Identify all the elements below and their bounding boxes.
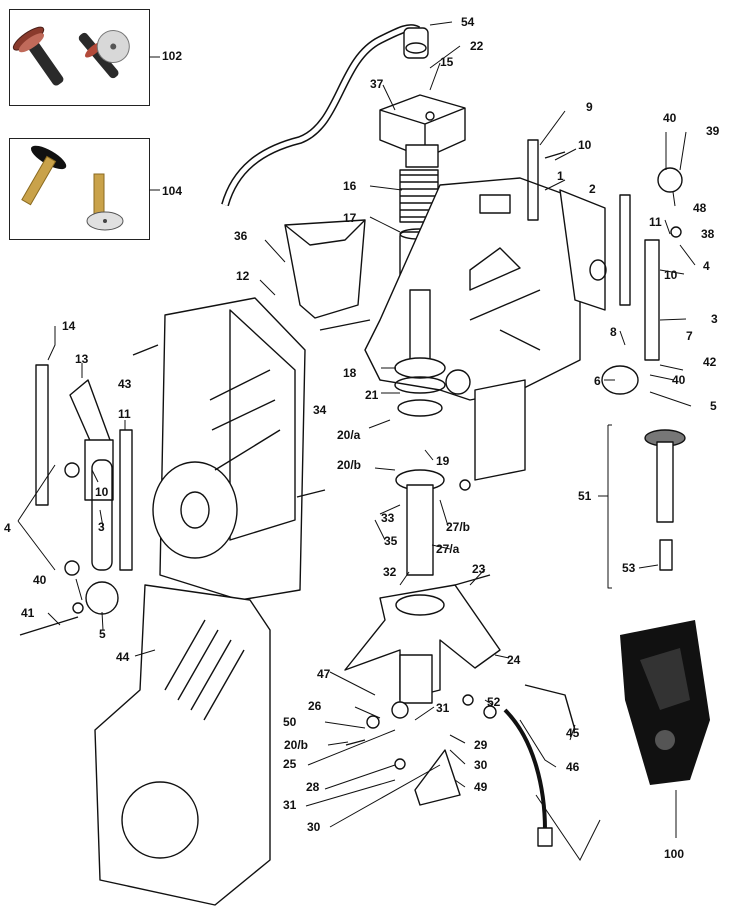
- callout-37: 37: [370, 77, 384, 91]
- leader-lines: [17, 21, 696, 861]
- callout-39: 39: [706, 124, 720, 138]
- inset-photo-102: [9, 9, 150, 106]
- head-block-part: [379, 94, 466, 159]
- lower-body-part: [344, 584, 501, 701]
- callout-1: 1: [557, 169, 564, 183]
- callout-5-left: 5: [99, 627, 106, 641]
- callout-30-left: 30: [307, 820, 321, 834]
- callout-43: 43: [118, 377, 132, 391]
- callout-46: 46: [566, 760, 580, 774]
- callout-10-right: 10: [664, 268, 678, 282]
- callout-41: 41: [21, 606, 35, 620]
- callout-29: 29: [474, 738, 488, 752]
- callout-8: 8: [610, 325, 617, 339]
- callout-13: 13: [75, 352, 89, 366]
- callout-20a: 20/a: [337, 428, 361, 442]
- callout-47: 47: [317, 667, 331, 681]
- callout-31-upper: 31: [436, 701, 450, 715]
- callout-19: 19: [436, 454, 450, 468]
- callout-6: 6: [594, 374, 601, 388]
- pin-assembly-photo-104: [21, 145, 124, 231]
- callout-52: 52: [487, 695, 501, 709]
- callout-40-left: 40: [33, 573, 47, 587]
- callout-11-left: 11: [118, 407, 131, 421]
- shaft-part: [409, 289, 431, 361]
- callout-28: 28: [306, 780, 320, 794]
- callout-50: 50: [283, 715, 297, 729]
- callout-54: 54: [461, 15, 475, 29]
- callout-7: 7: [686, 329, 693, 343]
- callout-20b-lower: 20/b: [284, 738, 308, 752]
- callout-12: 12: [236, 269, 250, 283]
- callout-10-left: 10: [95, 485, 109, 499]
- callout-26: 26: [308, 699, 322, 713]
- callout-17: 17: [343, 211, 357, 225]
- callout-20b-upper: 20/b: [337, 458, 361, 472]
- callout-22: 22: [470, 39, 484, 53]
- callout-53: 53: [622, 561, 636, 575]
- pin-assembly-photo-102: [12, 26, 130, 86]
- callout-labels: 54 22 15 37 9 10 1 2 16 17 36 12 40 39 4…: [4, 15, 720, 861]
- callout-49: 49: [474, 780, 488, 794]
- callout-44: 44: [116, 650, 130, 664]
- callout-27b: 27/b: [446, 520, 470, 534]
- callout-14: 14: [62, 319, 76, 333]
- callout-34: 34: [313, 403, 327, 417]
- callout-3-right: 3: [711, 312, 718, 326]
- callout-5-right: 5: [710, 399, 717, 413]
- callout-4-left: 4: [4, 521, 11, 535]
- callout-9: 9: [586, 100, 593, 114]
- callout-104: 104: [162, 184, 183, 198]
- hopper-part: [284, 219, 366, 319]
- callout-3-left: 3: [98, 520, 105, 534]
- callout-102: 102: [162, 49, 183, 63]
- callout-27a: 27/a: [436, 542, 460, 556]
- callout-45: 45: [566, 726, 580, 740]
- callout-15: 15: [440, 55, 454, 69]
- callout-33: 33: [381, 511, 395, 525]
- cover-plate-part: [94, 584, 271, 906]
- callout-40-right: 40: [672, 373, 686, 387]
- callout-21: 21: [365, 388, 379, 402]
- callout-40-top: 40: [663, 111, 677, 125]
- callout-32: 32: [383, 565, 397, 579]
- callout-38: 38: [701, 227, 715, 241]
- callout-35: 35: [384, 534, 398, 548]
- callout-100: 100: [664, 847, 684, 861]
- callout-51: 51: [578, 489, 592, 503]
- callout-24: 24: [507, 653, 521, 667]
- callout-48: 48: [693, 201, 707, 215]
- callout-18: 18: [343, 366, 357, 380]
- callout-4-right: 4: [703, 259, 710, 273]
- callout-23: 23: [472, 562, 486, 576]
- callout-42: 42: [703, 355, 717, 369]
- callout-36: 36: [234, 229, 248, 243]
- callout-11-right: 11: [649, 215, 662, 229]
- callout-25: 25: [283, 757, 297, 771]
- callout-30-right: 30: [474, 758, 488, 772]
- callout-2: 2: [589, 182, 596, 196]
- inset-photo-104: [9, 138, 150, 240]
- callout-31-lower: 31: [283, 798, 297, 812]
- assembled-unit-photo-100: [620, 620, 710, 785]
- callout-16: 16: [343, 179, 357, 193]
- callout-10-top: 10: [578, 138, 592, 152]
